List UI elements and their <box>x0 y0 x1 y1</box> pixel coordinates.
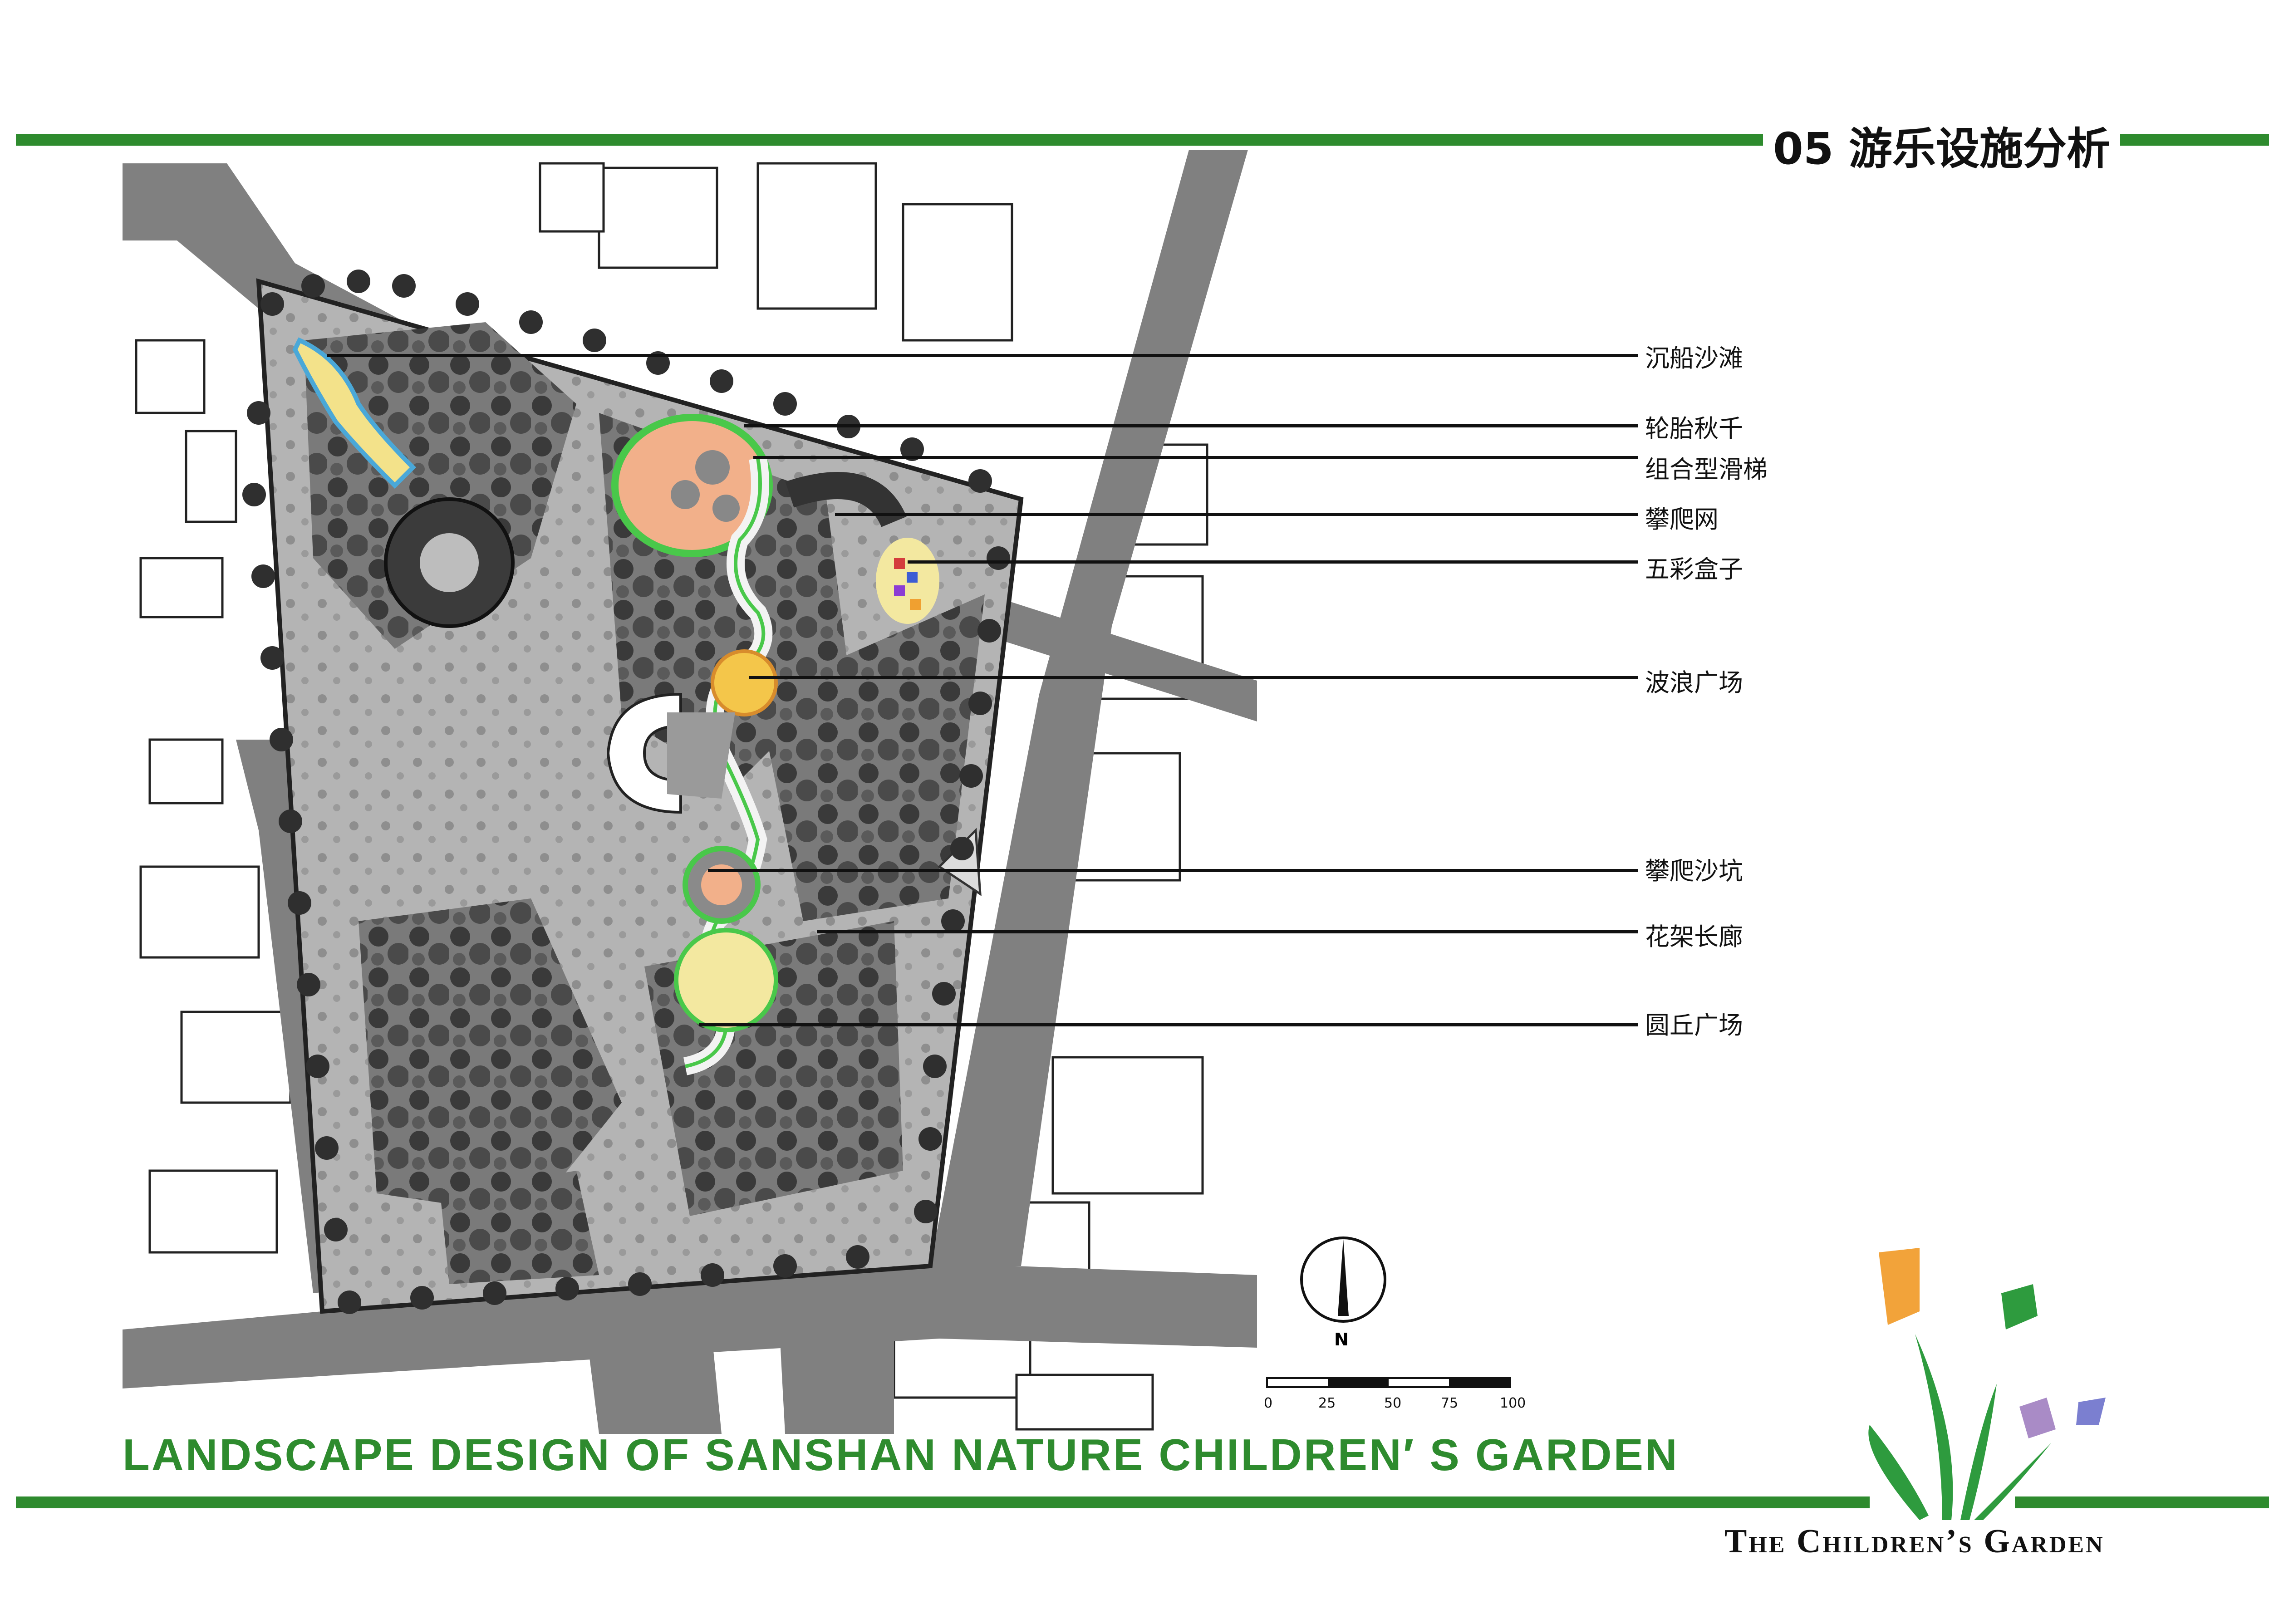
wave-plaza <box>711 649 778 716</box>
callout-label: 花架长廊 <box>1645 922 1743 951</box>
callout-line <box>708 869 1638 872</box>
callout-line <box>753 456 1638 459</box>
callout-label: 五彩盒子 <box>1645 555 1743 584</box>
site-plan-map <box>123 150 1257 1434</box>
climbing-net <box>785 472 907 528</box>
perimeter-trees <box>242 270 1010 1314</box>
logo-green-petal <box>2001 1284 2038 1330</box>
scale-tick-0: 0 <box>1264 1395 1273 1411</box>
scale-tick-50: 50 <box>1384 1395 1402 1411</box>
top-rule-left <box>16 134 1765 146</box>
callout-line <box>699 1023 1638 1026</box>
top-rule-right <box>2101 134 2269 146</box>
bottom-rule-right <box>2015 1496 2269 1508</box>
scale-tick-75: 75 <box>1441 1395 1459 1411</box>
central-plaza <box>606 692 682 814</box>
north-arrow-icon <box>1300 1236 1386 1323</box>
north-label: N <box>1334 1330 1349 1349</box>
bottom-rule-left <box>16 1496 1870 1508</box>
callout-label: 组合型滑梯 <box>1645 455 1768 484</box>
callout-label: 轮胎秋千 <box>1645 414 1743 443</box>
callout-line <box>327 354 1638 357</box>
dome-plaza <box>674 928 778 1032</box>
shipwreck-beach <box>292 337 417 489</box>
brand-name: The Children’s Garden <box>1724 1523 2105 1560</box>
callout-line <box>744 424 1638 427</box>
colour-boxes <box>876 538 939 624</box>
callout-line <box>835 513 1638 516</box>
logo-orange-petal <box>1879 1248 1920 1325</box>
callout-label: 圆丘广场 <box>1645 1011 1743 1040</box>
logo-purple-petal <box>2019 1398 2056 1438</box>
callout-label: 波浪广场 <box>1645 668 1743 697</box>
callout-label: 攀爬网 <box>1645 505 1719 534</box>
page-title: 05 游乐设施分析 <box>1763 113 2121 177</box>
scale-tick-25: 25 <box>1318 1395 1336 1411</box>
childrens-garden-logo <box>1868 1248 2106 1520</box>
callout-line <box>749 676 1638 679</box>
scale-tick-100: 100 <box>1500 1395 1526 1411</box>
callout-line <box>817 930 1638 933</box>
callout-line <box>908 560 1638 564</box>
scale-bar <box>1266 1377 1511 1388</box>
logo-blue-petal <box>2076 1398 2106 1425</box>
callout-label: 沉船沙滩 <box>1645 344 1743 373</box>
design-title: LANDSCAPE DESIGN OF SANSHAN NATURE CHILD… <box>123 1430 1679 1480</box>
callout-label: 攀爬沙坑 <box>1645 857 1743 885</box>
city-blocks <box>135 162 1208 1431</box>
